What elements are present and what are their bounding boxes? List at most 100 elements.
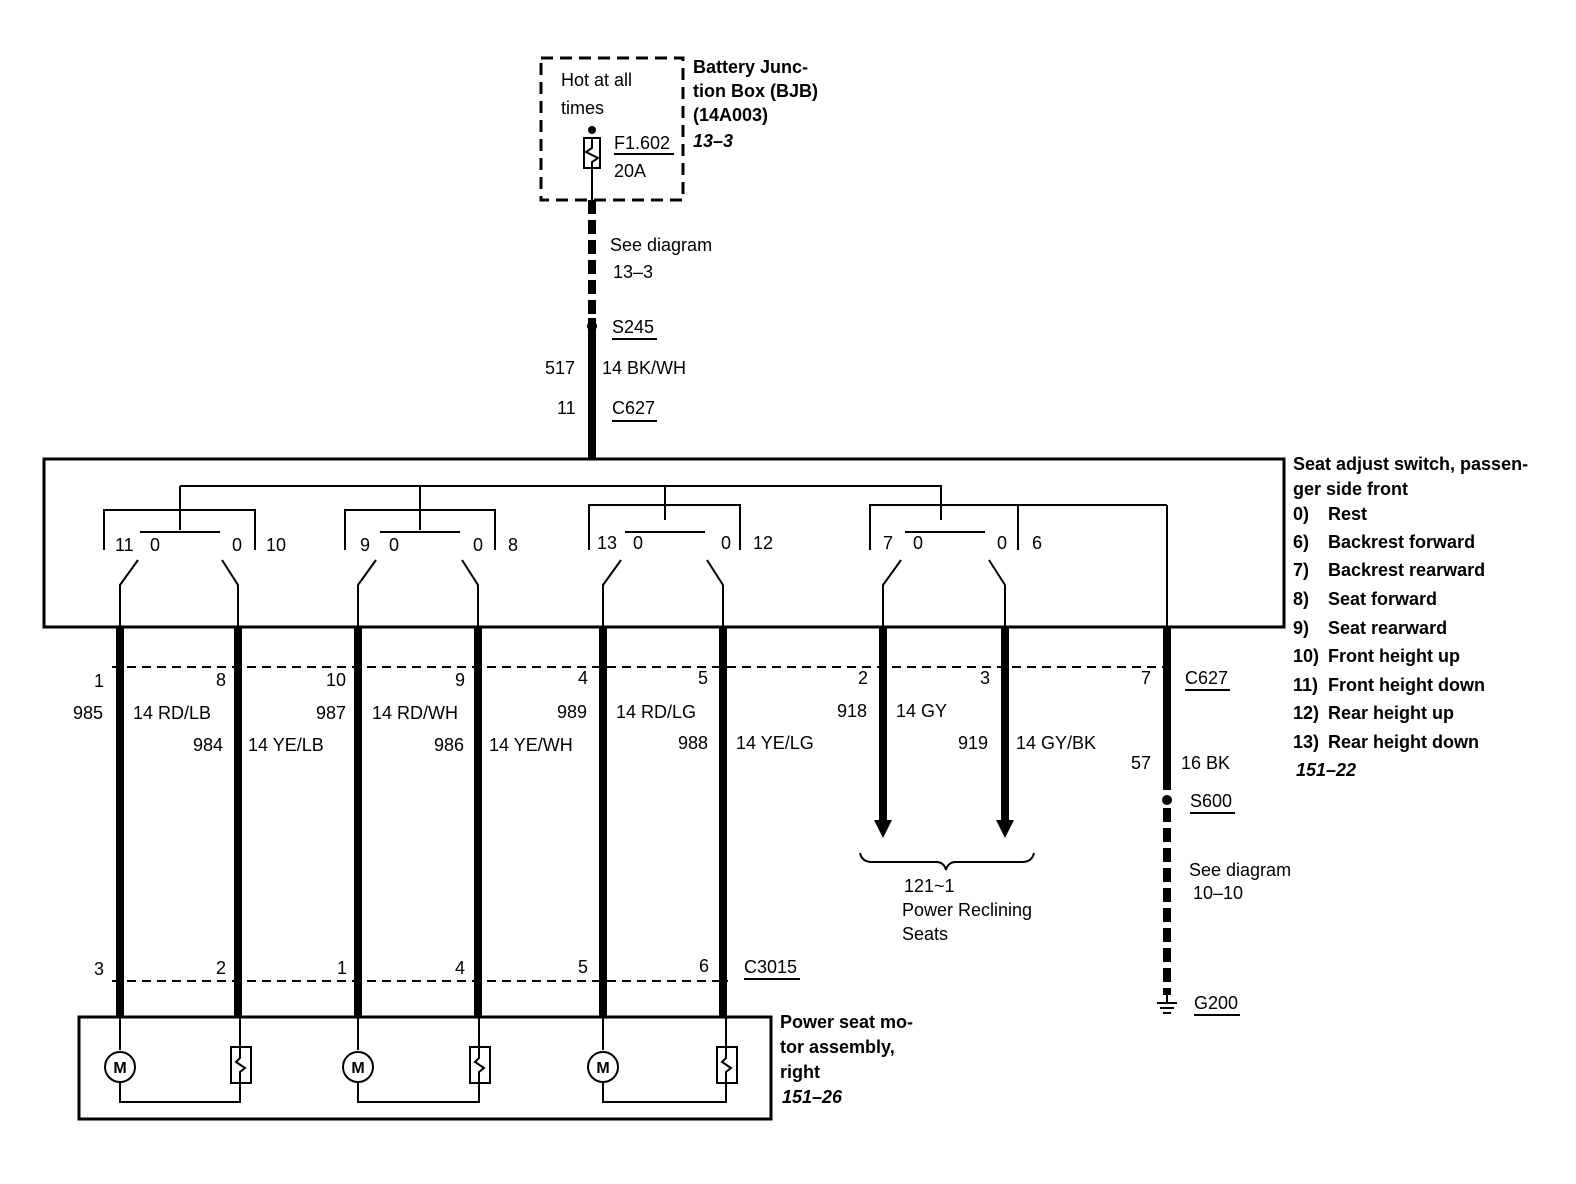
c3015-pin-3: 1 — [337, 958, 347, 978]
motor-symbol: M — [596, 1060, 609, 1077]
bus-group-1 — [103, 509, 256, 550]
splice-s245-dot — [587, 321, 597, 331]
splice-s600: S600 — [1190, 791, 1232, 811]
c627-pin-6: 5 — [698, 668, 708, 688]
bus-group-2 — [344, 509, 496, 550]
wire-labels: 985 14 RD/LB 984 14 YE/LB 987 14 RD/WH 9… — [73, 701, 1096, 755]
legend-label-9: Seat rearward — [1328, 618, 1447, 638]
contact-label-3: 0 — [232, 535, 242, 555]
c627-label: C627 — [1185, 668, 1228, 688]
switch-title-line1: Seat adjust switch, passen- — [1293, 454, 1528, 474]
wire-988-circuit: 988 — [678, 733, 708, 753]
wire-984-circuit: 984 — [193, 735, 223, 755]
switch-wipers — [119, 559, 1006, 627]
contact-label-11: 0 — [721, 533, 731, 553]
switch-position-legend: 0) Rest 6) Backrest forward 7) Backrest … — [1293, 504, 1485, 780]
wiper-4 — [461, 559, 479, 627]
reclining-line2: Seats — [902, 924, 948, 944]
legend-label-10: Front height up — [1328, 646, 1460, 666]
bjb-name-line3: (14A003) — [693, 105, 768, 125]
c3015-pin-2: 2 — [216, 958, 226, 978]
contact-label-14: 0 — [913, 533, 923, 553]
contact-label-8: 8 — [508, 535, 518, 555]
motor-title-line3: right — [780, 1062, 820, 1082]
splice-s600-dot — [1162, 795, 1172, 805]
contact-label-2: 0 — [150, 535, 160, 555]
legend-label-11: Front height down — [1328, 675, 1485, 695]
wiper-2 — [221, 559, 239, 627]
c3015-label: C3015 — [744, 957, 797, 977]
ground-see-line2: 10–10 — [1193, 883, 1243, 903]
legend-num-12: 12) — [1293, 703, 1319, 723]
ground-see-line1: See diagram — [1189, 860, 1291, 880]
wire-986-circuit: 986 — [434, 735, 464, 755]
legend-num-0: 0) — [1293, 504, 1309, 524]
contact-label-13: 7 — [883, 533, 893, 553]
bjb-name-line2: tion Box (BJB) — [693, 81, 818, 101]
legend-num-11: 11) — [1293, 675, 1318, 695]
reclining-brace — [859, 852, 1035, 871]
switch-bus-main — [180, 485, 942, 510]
wire-986-color: 14 YE/WH — [489, 735, 573, 755]
wire-919-color: 14 GY/BK — [1016, 733, 1096, 753]
motor-title-line2: tor assembly, — [780, 1037, 895, 1057]
bjb-hot-line2: times — [561, 98, 604, 118]
bjb-hot-line1: Hot at all — [561, 70, 632, 90]
bus-group-3 — [588, 504, 741, 550]
contact-label-16: 6 — [1032, 533, 1042, 553]
contact-label-1: 11 — [115, 535, 134, 555]
wire-987-circuit: 987 — [316, 703, 346, 723]
ground-id: G200 — [1194, 993, 1238, 1013]
c627-pin-8: 3 — [980, 668, 990, 688]
bjb-outline — [539, 56, 685, 202]
fuse-top-node — [588, 126, 596, 134]
legend-label-12: Rear height up — [1328, 703, 1454, 723]
legend-num-8: 8) — [1293, 589, 1309, 609]
c627-pin-1: 1 — [94, 671, 104, 691]
feed-pin: 11 — [557, 398, 576, 418]
c627-pin-2: 8 — [216, 670, 226, 690]
feed-connector: C627 — [612, 398, 655, 418]
contact-label-12: 12 — [753, 533, 773, 553]
wiper-3 — [357, 559, 377, 627]
legend-num-13: 13) — [1293, 732, 1319, 752]
battery-junction-box: Hot at all times F1.602 20A Battery Junc… — [539, 56, 818, 202]
wire-919-circuit: 919 — [958, 733, 988, 753]
harness-wires — [116, 627, 1171, 1017]
connector-c627: 1 8 10 9 4 5 2 3 7 C627 — [94, 666, 1230, 691]
connector-c3015: 3 2 1 4 5 6 C3015 — [94, 956, 800, 982]
switch-box-outline — [42, 457, 1286, 629]
wiper-8 — [988, 559, 1006, 627]
legend-label-7: Backrest rearward — [1328, 560, 1485, 580]
wire-988-color: 14 YE/LG — [736, 733, 814, 753]
c3015-pin-4: 4 — [455, 958, 465, 978]
switch-ref: 151–22 — [1296, 760, 1356, 780]
wire-985-color: 14 RD/LB — [133, 703, 211, 723]
legend-label-8: Seat forward — [1328, 589, 1437, 609]
legend-label-0: Rest — [1328, 504, 1367, 524]
motor-title-line1: Power seat mo- — [780, 1012, 913, 1032]
c627-pin-3: 10 — [326, 670, 346, 690]
feed-see-line2: 13–3 — [613, 262, 653, 282]
feed-circuit: 517 — [545, 358, 575, 378]
seat-adjust-switch: 11 0 0 10 9 0 0 8 13 0 0 12 7 0 0 6 Seat… — [42, 454, 1528, 780]
bjb-name-line1: Battery Junc- — [693, 57, 808, 77]
breaker-icon — [230, 1046, 252, 1084]
contact-label-6: 0 — [389, 535, 399, 555]
wire-989-color: 14 RD/LG — [616, 702, 696, 722]
fuse-id: F1.602 — [614, 133, 670, 153]
feed-wire-color: 14 BK/WH — [602, 358, 686, 378]
contact-label-4: 10 — [266, 535, 286, 555]
c627-pin-4: 9 — [455, 670, 465, 690]
switch-title-line2: ger side front — [1293, 479, 1408, 499]
wire-918-circuit: 918 — [837, 701, 867, 721]
contact-label-10: 0 — [633, 533, 643, 553]
ground-circuit: 57 16 BK S600 See diagram 10–10 G200 — [1131, 753, 1291, 1016]
ground-icon — [1157, 995, 1177, 1014]
motor-assembly-outline — [77, 1015, 773, 1121]
motor-symbol: M — [113, 1060, 126, 1077]
breaker-icon — [716, 1046, 738, 1084]
legend-label-13: Rear height down — [1328, 732, 1479, 752]
wire-918-color: 14 GY — [896, 701, 947, 721]
c3015-pin-6: 6 — [699, 956, 709, 976]
